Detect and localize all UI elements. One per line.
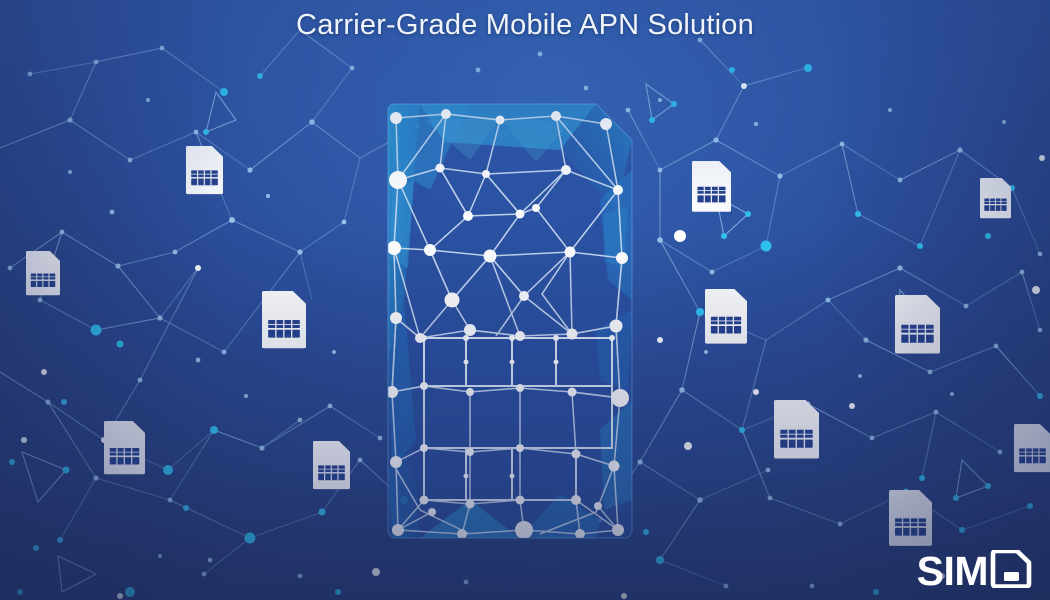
page-title: Carrier-Grade Mobile APN Solution bbox=[296, 9, 754, 41]
brand-logo: SIM bbox=[916, 547, 1032, 594]
brand-logo-text: SIM bbox=[916, 547, 989, 594]
sim-card-icon bbox=[990, 550, 1032, 588]
